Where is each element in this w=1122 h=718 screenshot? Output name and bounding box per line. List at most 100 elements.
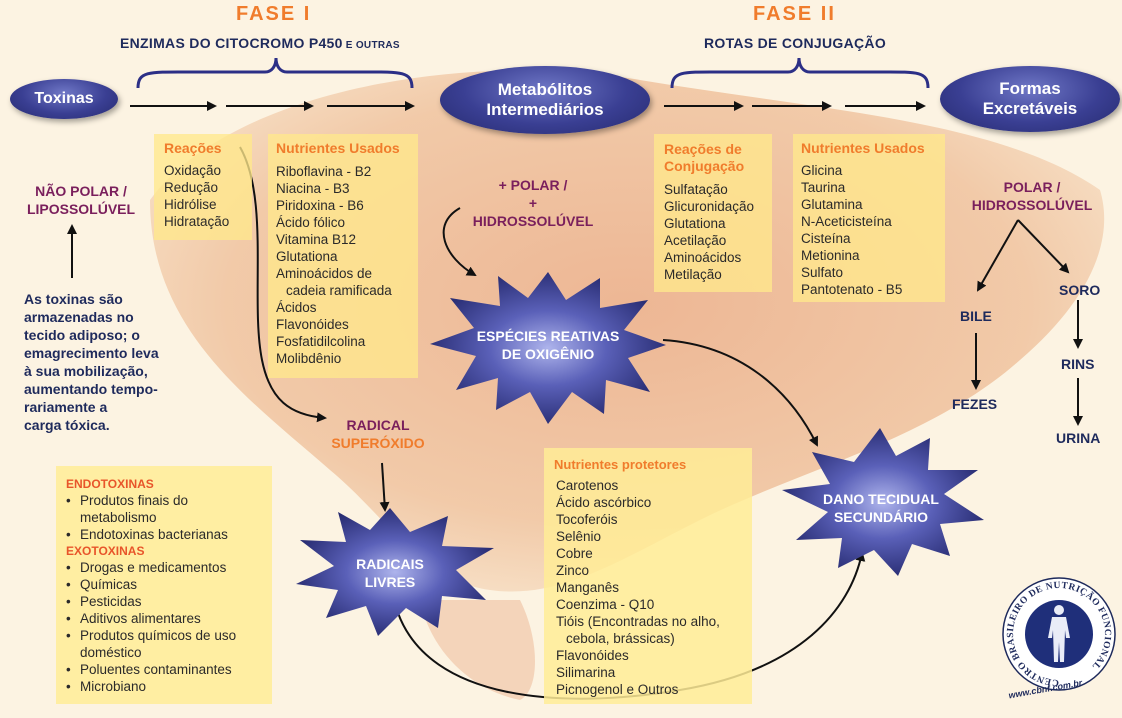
list-item: tecido adiposo; o [24, 327, 140, 343]
list-item: Ácidos [276, 300, 317, 315]
list-item: Pesticidas [58, 593, 272, 610]
urina-label: URINA [1056, 430, 1101, 446]
list-item: Hidrólise [164, 197, 217, 212]
polar-hidrossoluvel-label: POLAR /HIDROSSOLÚVEL [971, 179, 1093, 213]
list-item: Oxidação [164, 163, 222, 178]
list-item: Piridoxina - B6 [276, 198, 364, 213]
dano-tecidual-star [782, 428, 984, 576]
list-item: Glutamina [801, 197, 863, 212]
bile-label: BILE [960, 308, 992, 324]
list-item: Glutationa [664, 216, 726, 231]
exotoxinas-list: Drogas e medicamentos Químicas Pesticida… [58, 559, 272, 695]
list-item: Cisteína [801, 231, 851, 246]
fase-2-subtitle: ROTAS DE CONJUGAÇÃO [704, 35, 887, 51]
list-item: cebola, brássicas) [566, 631, 675, 646]
list-item: Zinco [556, 563, 590, 578]
radicais-livres-star [296, 508, 494, 636]
fezes-label: FEZES [952, 396, 998, 412]
list-item: à sua mobilização, [24, 363, 148, 379]
list-item: Niacina - B3 [276, 181, 350, 196]
list-item: Microbiano [58, 678, 272, 695]
toxinas-node: Toxinas [10, 79, 118, 119]
list-item: N-Aceticisteína [801, 214, 892, 229]
list-item: Hidratação [164, 214, 230, 229]
fase-1-title: FASE I [236, 3, 312, 25]
list-item: aumentando tempo- [24, 381, 158, 397]
fase-1-subtitle: ENZIMAS DO CITOCROMO P450 E OUTRAS [120, 35, 400, 51]
nutrientes-fase2-title: Nutrientes Usados [801, 140, 925, 156]
list-item: Sulfatação [664, 182, 728, 197]
list-item: Pantotenato - B5 [801, 282, 903, 297]
list-item: cadeia ramificada [286, 283, 392, 298]
human-figure-icon [1048, 605, 1070, 662]
especies-reativas-star [430, 272, 666, 424]
list-item: armazenadas no [24, 309, 134, 325]
list-item: Taurina [801, 180, 846, 195]
nutrientes-protetores-title: Nutrientes protetores [554, 457, 687, 472]
list-item: Aditivos alimentares [58, 610, 272, 627]
soro-label: SORO [1059, 282, 1101, 298]
mais-polar-label: + POLAR /+ HIDROSSOLÚVEL [472, 177, 594, 229]
list-item: Tióis (Encontradas no alho, [556, 614, 720, 629]
list-item: Aminoácidos de [276, 266, 373, 281]
list-item: Silimarina [556, 665, 616, 680]
list-item: Flavonóides [276, 317, 349, 332]
rins-label: RINS [1061, 356, 1095, 372]
list-item: Endotoxinas bacterianas [58, 526, 272, 543]
list-item: Cobre [556, 546, 593, 561]
list-item: Glutationa [276, 249, 338, 264]
list-item: Metionina [801, 248, 860, 263]
nao-polar-label: NÃO POLAR /LIPOSSOLÚVEL [26, 183, 136, 217]
list-item: Metilação [664, 267, 722, 282]
list-item: Coenzima - Q10 [556, 597, 655, 612]
list-item: emagrecimento leva [24, 345, 159, 361]
list-item: Glicuronidação [664, 199, 755, 214]
exotoxinas-title: EXOTOXINAS [66, 544, 145, 558]
list-item: Selênio [556, 529, 602, 544]
fase-1-brace [136, 57, 414, 89]
list-item: Redução [164, 180, 219, 195]
list-item: Drogas e medicamentos [58, 559, 272, 576]
list-item: Químicas [58, 576, 272, 593]
reacoes-title: Reações [164, 140, 222, 156]
list-item: carga tóxica. [24, 417, 110, 433]
list-item: Molibdênio [276, 351, 342, 366]
list-item: Sulfato [801, 265, 844, 280]
fase-2-title: FASE II [753, 3, 836, 25]
list-item: Acetilação [664, 233, 727, 248]
toxinas-lista-box: ENDOTOXINAS Produtos finais dometabolism… [56, 466, 272, 704]
list-item: Carotenos [556, 478, 619, 493]
list-item: Manganês [556, 580, 620, 595]
list-item: Vitamina B12 [276, 232, 357, 247]
list-item: Ácido ascórbico [556, 495, 652, 510]
radicais-livres-label: RADICAIS LIVRES [356, 556, 424, 590]
nutrientes-fase1-list: Riboflavina - B2 Niacina - B3 Piridoxina -… [276, 163, 418, 367]
list-item: rariamente a [24, 399, 108, 415]
fase-2-brace [670, 57, 930, 89]
list-item: Riboflavina - B2 [276, 164, 372, 179]
nutrientes-fase1-title: Nutrientes Usados [276, 140, 400, 156]
nutrientes-usados-fase1-box: Nutrientes Usados Riboflavina - B2 Niacin… [268, 134, 418, 378]
endotoxinas-title: ENDOTOXINAS [66, 477, 154, 491]
list-item: Ácido fólico [276, 215, 346, 230]
list-item: Glicina [801, 163, 843, 178]
list-item: As toxinas são [24, 291, 123, 307]
toxinas-armazenadas-text: As toxinas são armazenadas no tecido adipo… [24, 290, 184, 434]
